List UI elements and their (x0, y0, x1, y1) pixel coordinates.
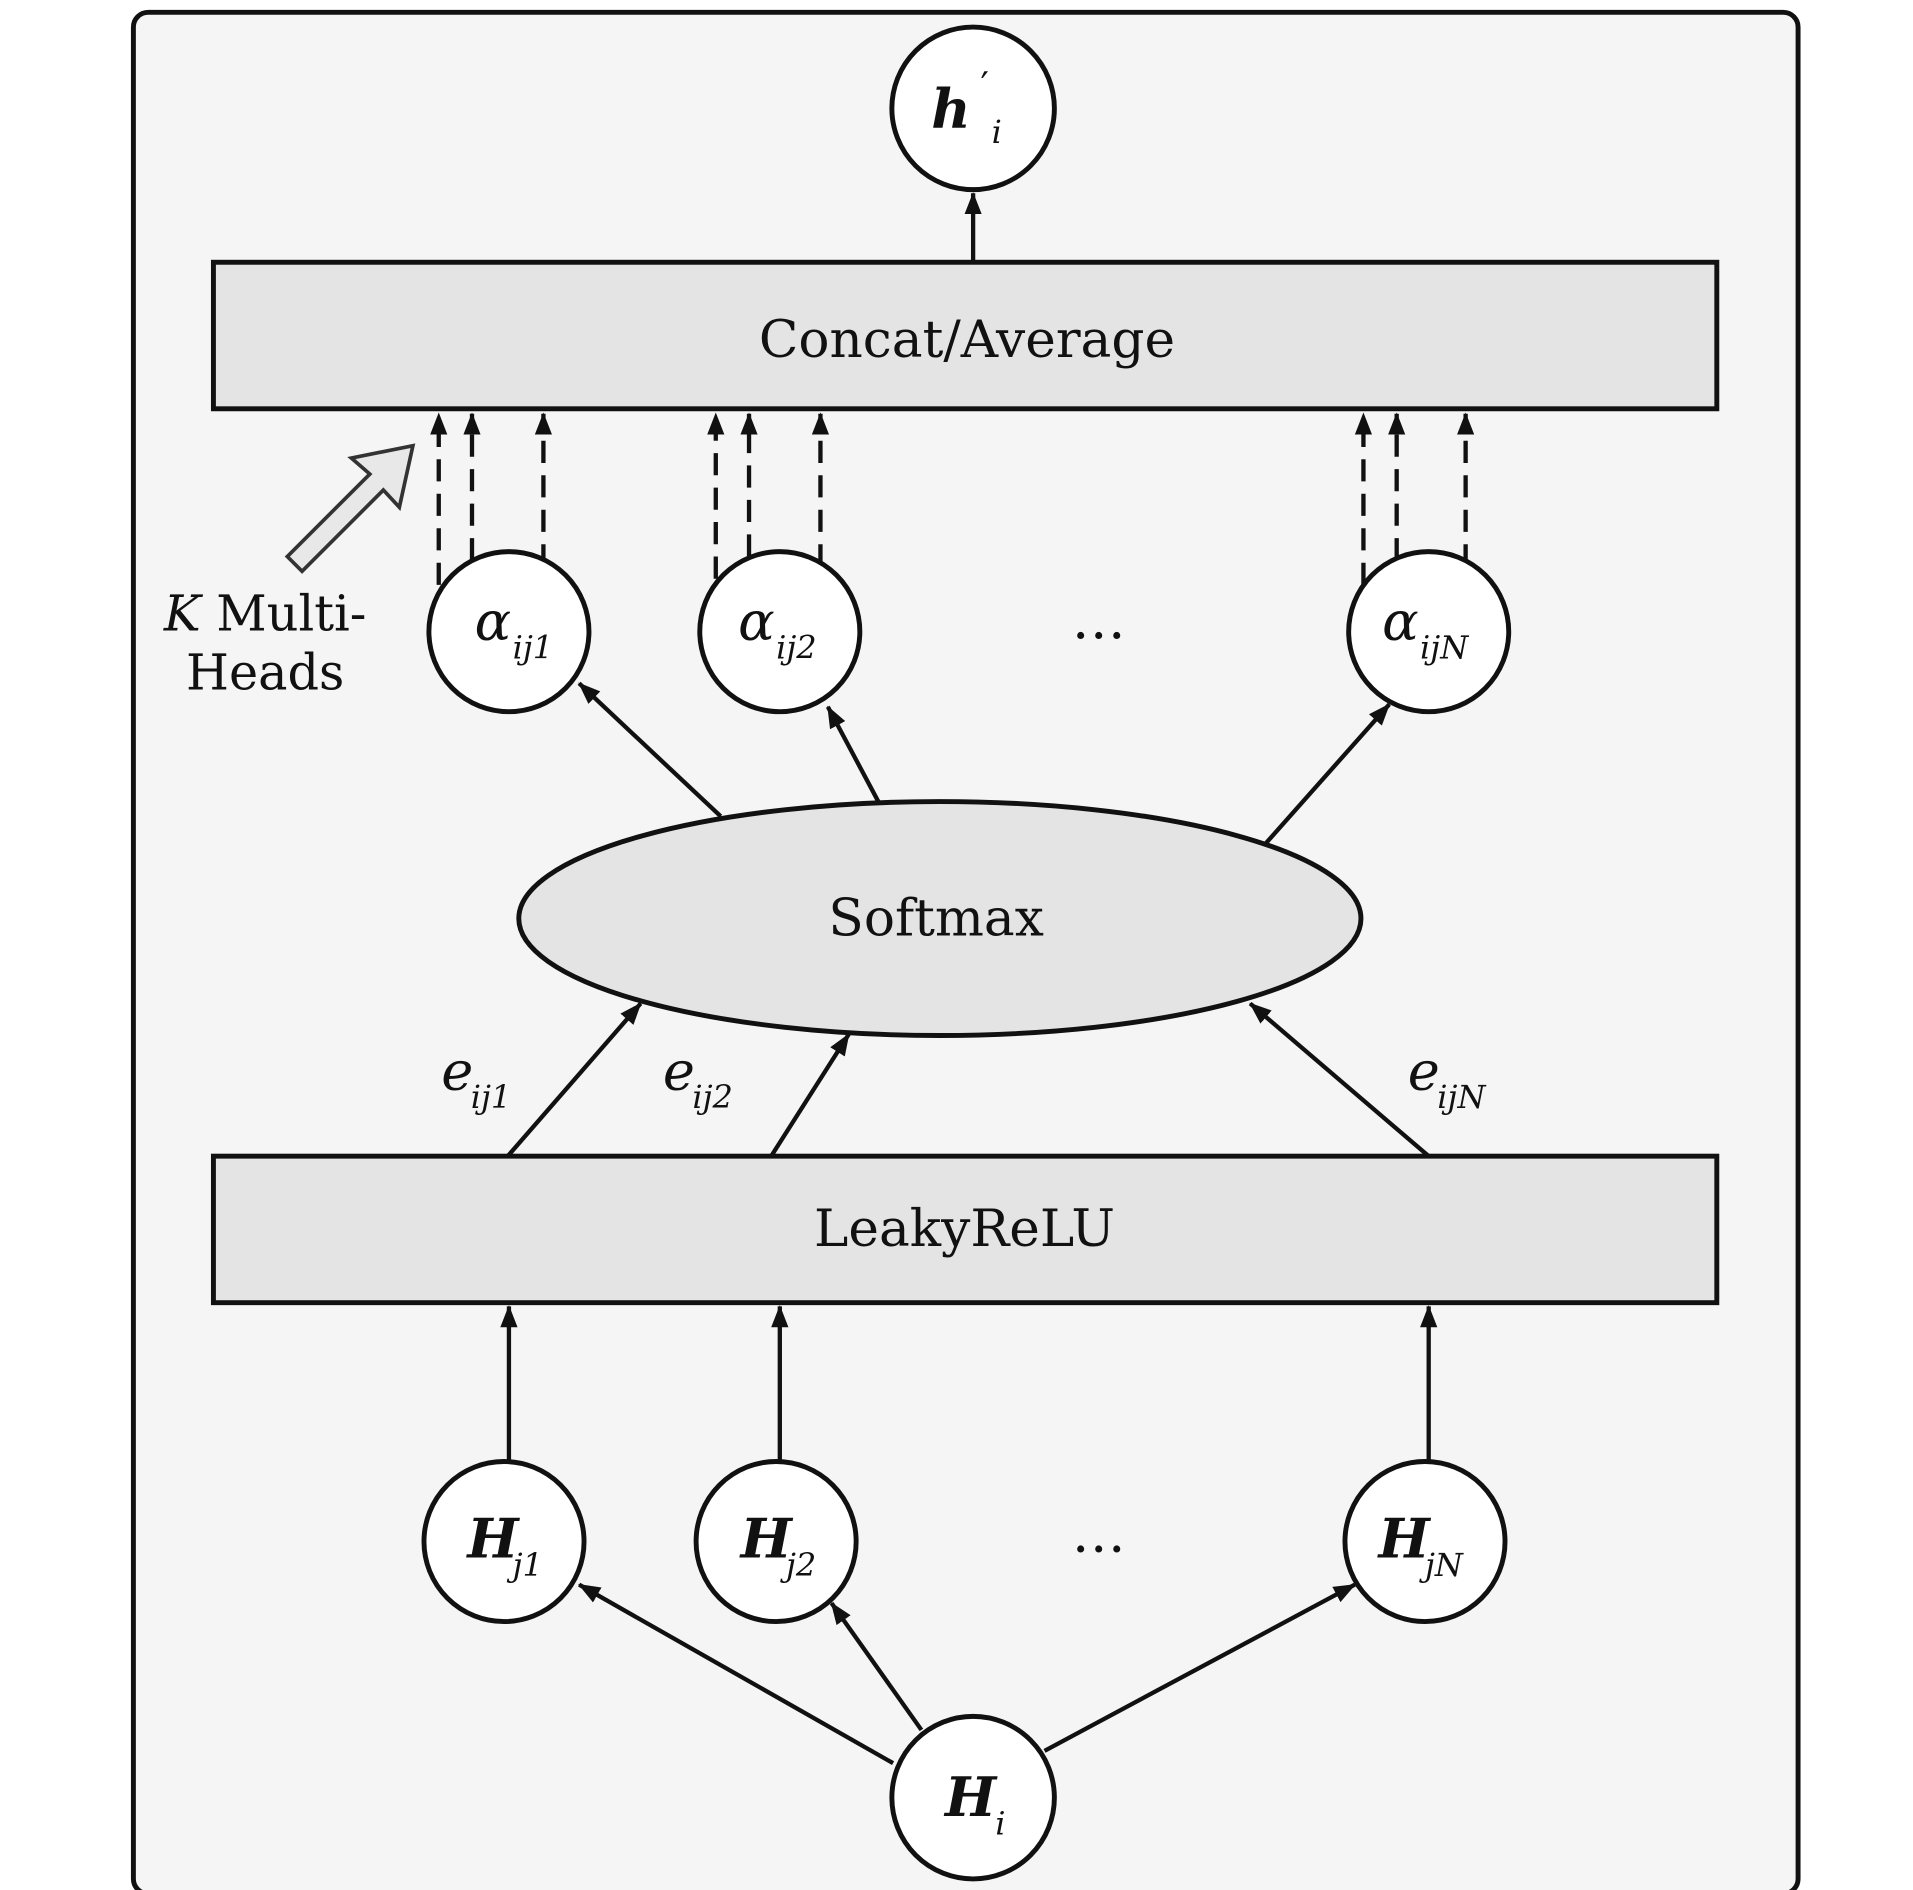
svg-text:α: α (1382, 590, 1419, 653)
svg-text:LeakyReLU: LeakyReLU (814, 1199, 1115, 1259)
svg-text:h: h (931, 77, 970, 141)
svg-text:jN: jN (1419, 1546, 1464, 1584)
svg-text:H: H (943, 1765, 998, 1829)
input-node: H i (889, 1713, 1057, 1882)
input-to-neighbor-arrows (578, 1582, 1356, 1766)
svg-text:α: α (475, 590, 512, 653)
svg-text:i: i (992, 113, 1002, 151)
svg-text:Concat/Average: Concat/Average (759, 310, 1175, 370)
softmax-node: Softmax (516, 799, 1364, 1038)
neighbor-node-1: H j1 (421, 1459, 587, 1625)
svg-text:Heads: Heads (186, 644, 344, 702)
edge-label-n: e ijN (1408, 1040, 1487, 1116)
attention-node-n: α ijN (1346, 549, 1512, 715)
attention-ellipsis: … (1072, 588, 1126, 651)
softmax-output-arrows (577, 681, 1391, 849)
neighbor-node-2: H j2 (693, 1459, 859, 1625)
svg-text:ijN: ijN (1437, 1078, 1486, 1116)
svg-text:i: i (995, 1805, 1005, 1843)
svg-text:ijN: ijN (1420, 629, 1469, 667)
svg-text:e: e (1408, 1040, 1440, 1103)
svg-text:j1: j1 (507, 1546, 543, 1584)
svg-text:H: H (465, 1507, 520, 1571)
multihead-dashed-arrows (430, 412, 1475, 585)
svg-text:ij2: ij2 (692, 1078, 733, 1116)
svg-text:e: e (663, 1040, 695, 1103)
svg-text:α: α (738, 590, 775, 653)
leakyrelu-output-arrows (506, 1001, 1431, 1158)
neighbor-ellipsis: … (1072, 1501, 1126, 1564)
output-node: h ′ i (889, 24, 1057, 193)
svg-text:K Multi-: K Multi- (163, 584, 367, 642)
attention-node-1: α ij1 (426, 549, 592, 715)
attention-node-2: α ij2 (697, 549, 863, 715)
multihead-label: K Multi- Heads (163, 584, 367, 701)
svg-text:H: H (1376, 1507, 1431, 1571)
svg-text:H: H (739, 1507, 794, 1571)
svg-text:ij1: ij1 (513, 629, 554, 667)
svg-text:ij1: ij1 (471, 1078, 512, 1116)
svg-text:Softmax: Softmax (828, 889, 1043, 949)
svg-text:e: e (441, 1040, 473, 1103)
leakyrelu-box: LeakyReLU (210, 1153, 1720, 1306)
svg-text:ij2: ij2 (776, 629, 817, 667)
edge-label-1: e ij1 (441, 1040, 511, 1116)
neighbor-node-n: H jN (1342, 1459, 1508, 1625)
concat-average-box: Concat/Average (210, 259, 1720, 412)
edge-label-2: e ij2 (663, 1040, 733, 1116)
svg-text:′: ′ (981, 65, 989, 108)
svg-text:j2: j2 (780, 1546, 816, 1584)
neighbor-input-arrows (500, 1305, 1438, 1462)
multihead-block-arrow-icon (284, 443, 416, 574)
